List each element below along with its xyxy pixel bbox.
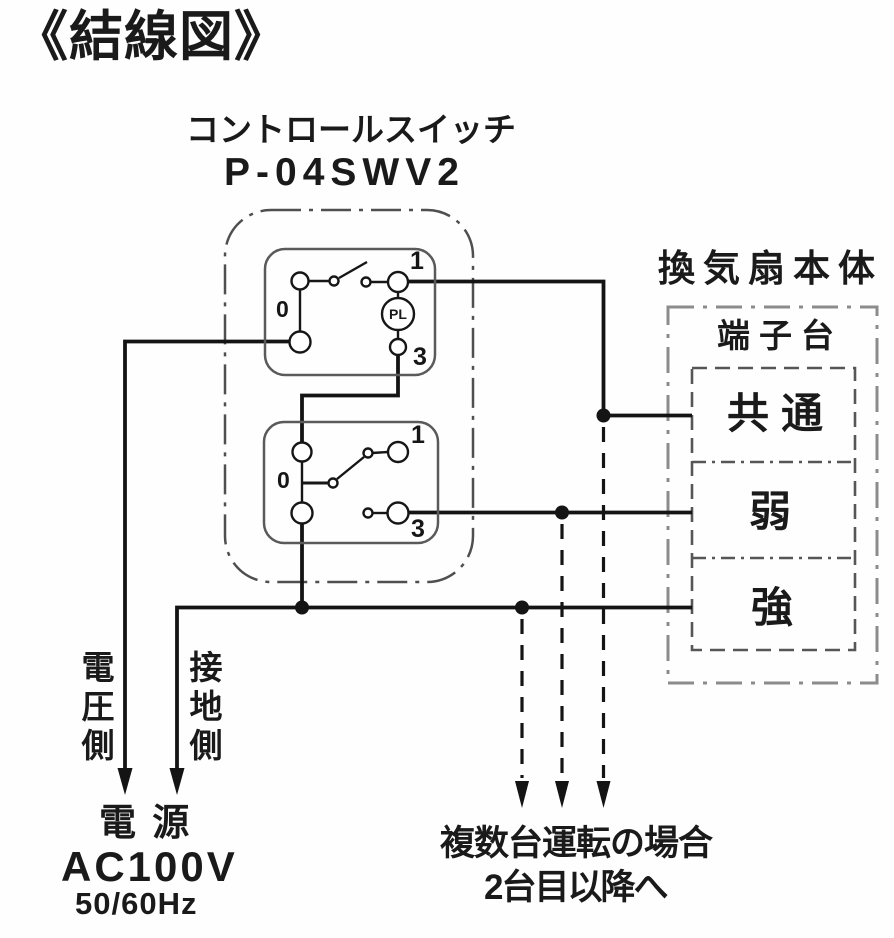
upper-switch-terminal3-label: 3 xyxy=(413,343,427,371)
note-line1: 複数台運転の場合 xyxy=(440,824,713,863)
dashed-arrowhead-common xyxy=(596,781,611,808)
upper-switch-box xyxy=(263,247,437,377)
upper-contact-right xyxy=(360,276,372,288)
upper-terminal-3 xyxy=(388,337,408,357)
upper-switch-off-label: 0 xyxy=(276,296,289,322)
note-line2: 2台目以降へ xyxy=(484,868,668,907)
lower-terminal-1 xyxy=(386,440,410,464)
lower-contact-1 xyxy=(362,447,374,459)
wire-ground-side xyxy=(175,605,692,772)
fan-unit-outline xyxy=(666,305,879,685)
power-source-label: 電 源 xyxy=(99,802,193,843)
lower-switch-off-label: 0 xyxy=(277,467,290,493)
control-switch-label: コントロールスイッチ xyxy=(186,111,516,148)
upper-switch-on-label: 1 xyxy=(410,247,424,275)
lower-contact-3 xyxy=(362,507,374,519)
pilot-lamp-circle xyxy=(380,296,416,332)
terminal-low-label: 弱 xyxy=(749,488,792,535)
power-arrowheads xyxy=(117,768,185,795)
terminal-block-label: 端子台 xyxy=(717,317,843,354)
fan-unit-label: 換気扇本体 xyxy=(658,248,883,289)
junction-weak xyxy=(555,505,569,520)
lower-switch-on-label: 1 xyxy=(411,421,425,449)
lower-switch-box xyxy=(262,420,440,545)
parallel-connection-dashed-wires xyxy=(520,427,606,778)
wire-voltage-side xyxy=(123,339,289,772)
upper-switch-unit xyxy=(263,247,437,377)
power-frequency-label: 50/60Hz xyxy=(75,886,198,921)
voltage-side-arrowhead xyxy=(117,768,133,795)
parallel-connection-arrowheads xyxy=(515,781,611,808)
lower-contact-pivot xyxy=(327,477,339,489)
voltage-side-label: 電圧側 xyxy=(77,650,114,767)
terminal-high-label: 強 xyxy=(751,584,794,631)
control-switch-dashed-box xyxy=(223,208,475,584)
diagram-title: 《結線図》 xyxy=(14,7,289,67)
upper-terminal-1 xyxy=(386,270,410,294)
lower-switch-blade xyxy=(336,456,365,480)
lower-terminal-3 xyxy=(386,501,410,525)
lower-switch-unit xyxy=(262,420,440,545)
lower-terminal-off xyxy=(290,501,314,525)
control-switch-model: P-04SWV2 xyxy=(224,151,465,194)
terminal-block-outline xyxy=(690,366,857,652)
dashed-arrowhead-weak xyxy=(555,781,569,808)
fan-unit-dashed-box xyxy=(666,305,879,685)
upper-terminal-top-left xyxy=(290,271,310,291)
wire-common xyxy=(409,279,692,418)
lower-terminal-top-left xyxy=(291,441,313,463)
junction-ground-bus xyxy=(295,600,309,615)
power-voltage-label: AC100V xyxy=(61,843,238,890)
terminal-block-dashed-box xyxy=(690,366,857,652)
control-switch-outline xyxy=(223,208,475,584)
junction-strong xyxy=(515,600,529,615)
pilot-lamp-label: PL xyxy=(389,306,407,322)
ground-side-label: 接地側 xyxy=(185,650,222,767)
ground-side-arrowhead xyxy=(169,768,185,795)
upper-terminal-off xyxy=(288,330,312,354)
dashed-arrowhead-strong xyxy=(515,781,529,808)
junction-dots xyxy=(295,408,611,615)
lower-switch-terminal3-label: 3 xyxy=(411,515,425,543)
junction-common xyxy=(596,408,611,423)
wire-lamp-to-lower-switch xyxy=(300,356,400,442)
upper-switch-blade xyxy=(338,260,368,280)
terminal-common-label: 共通 xyxy=(727,390,836,437)
lower-switch-lead-1 xyxy=(371,450,389,455)
upper-contact-left xyxy=(328,275,340,287)
